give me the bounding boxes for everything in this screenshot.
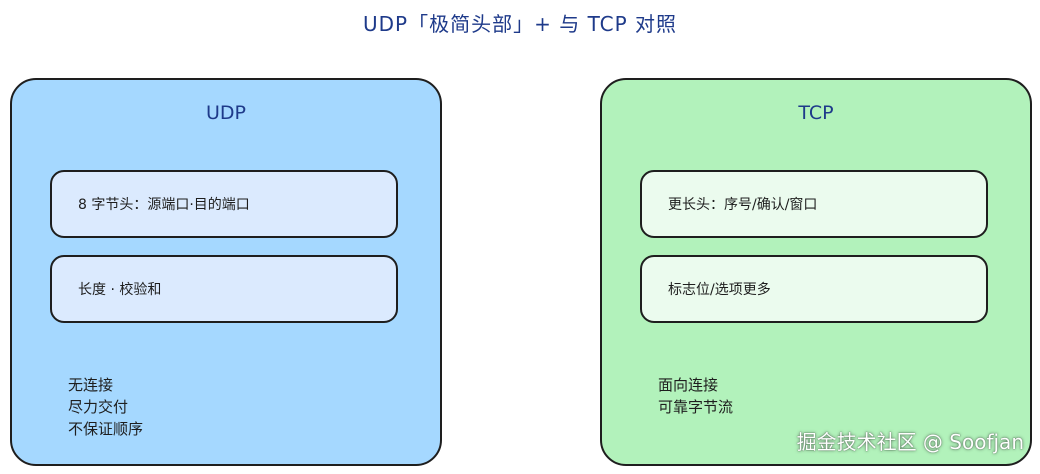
- udp-header-card-label: 8 字节头：源端口·目的端口: [78, 197, 250, 213]
- tcp-panel: TCP 更长头：序号/确认/窗口 标志位/选项更多 面向连接 可靠字节流: [600, 78, 1032, 466]
- udp-length-checksum-card: 长度 · 校验和: [50, 255, 398, 323]
- tcp-notes: 面向连接 可靠字节流: [658, 374, 733, 418]
- udp-panel-title: UDP: [206, 102, 246, 124]
- udp-header-card: 8 字节头：源端口·目的端口: [50, 170, 398, 238]
- tcp-note: 面向连接: [658, 376, 719, 394]
- udp-notes: 无连接 尽力交付 不保证顺序: [68, 374, 143, 440]
- tcp-note: 可靠字节流: [658, 398, 734, 416]
- watermark: 掘金技术社区 @ Soofjan: [796, 430, 1024, 454]
- udp-note: 无连接: [68, 376, 114, 394]
- udp-note: 不保证顺序: [68, 420, 144, 438]
- udp-note: 尽力交付: [68, 398, 129, 416]
- tcp-flags-options-card: 标志位/选项更多: [640, 255, 988, 323]
- udp-panel: UDP 8 字节头：源端口·目的端口 长度 · 校验和 无连接 尽力交付 不保证…: [10, 78, 442, 466]
- tcp-header-card-label: 更长头：序号/确认/窗口: [668, 197, 818, 213]
- udp-length-checksum-label: 长度 · 校验和: [78, 282, 162, 298]
- tcp-panel-title: TCP: [798, 102, 834, 124]
- tcp-header-card: 更长头：序号/确认/窗口: [640, 170, 988, 238]
- tcp-flags-options-label: 标志位/选项更多: [668, 282, 771, 298]
- diagram-title: UDP「极简头部」+ 与 TCP 对照: [363, 12, 677, 36]
